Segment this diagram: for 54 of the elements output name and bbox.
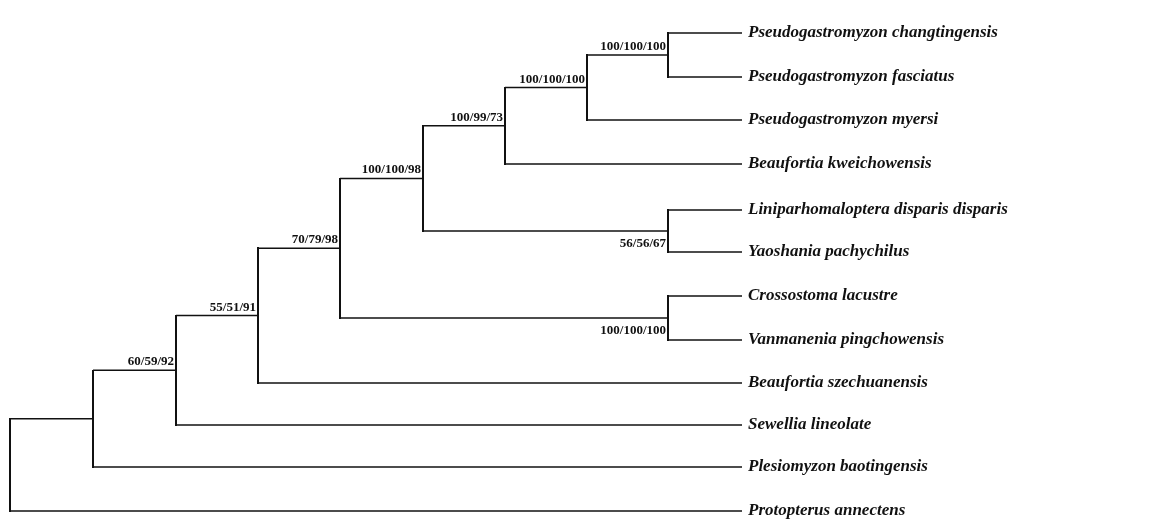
- branch-node-line: [667, 32, 669, 78]
- branch-node-line: [175, 314, 177, 426]
- species-label: Yaoshania pachychilus: [748, 240, 910, 262]
- branch-node-line: [504, 86, 506, 165]
- branch-line: [92, 369, 177, 372]
- branch-line: [667, 209, 743, 211]
- branch-line: [339, 177, 424, 180]
- branch-node-line: [339, 177, 341, 319]
- species-label: Liniparhomaloptera disparis disparis: [748, 198, 1008, 220]
- branch-line: [9, 510, 743, 512]
- branch-line: [422, 230, 669, 232]
- branch-line: [257, 382, 743, 384]
- branch-line: [175, 314, 259, 317]
- branch-line: [257, 247, 341, 249]
- branch-line: [667, 32, 743, 34]
- branch-line: [504, 86, 588, 89]
- species-label: Plesiomyzon baotingensis: [748, 455, 928, 477]
- species-label: Pseudogastromyzon changtingensis: [748, 21, 998, 43]
- branch-line: [9, 417, 94, 420]
- species-label: Beaufortia kweichowensis: [748, 152, 932, 174]
- species-label: Pseudogastromyzon myersi: [748, 108, 939, 130]
- branch-node-line: [257, 247, 259, 384]
- branch-node-line: [422, 125, 424, 232]
- support-value: 55/51/91: [209, 298, 256, 314]
- branch-node-line: [92, 369, 94, 468]
- species-label: Beaufortia szechuanensis: [748, 371, 928, 393]
- branch-line: [422, 125, 506, 127]
- support-value: 56/56/67: [619, 235, 666, 250]
- branch-line: [175, 424, 743, 426]
- species-label: Protopterus annectens: [748, 499, 906, 521]
- branch-line: [92, 466, 743, 468]
- branch-node-line: [586, 54, 588, 121]
- branch-line: [667, 76, 743, 78]
- branch-line: [586, 119, 743, 121]
- species-label: Pseudogastromyzon fasciatus: [748, 65, 955, 87]
- branch-node-line: [667, 209, 669, 253]
- species-label: Sewellia lineolate: [748, 413, 872, 435]
- branch-line: [667, 295, 743, 297]
- support-value: 60/59/92: [127, 353, 174, 369]
- branch-line: [667, 251, 743, 253]
- species-label: Vanmanenia pingchowensis: [748, 328, 945, 350]
- branch-line: [667, 339, 743, 341]
- branch-line: [586, 54, 669, 56]
- support-value: 100/100/98: [361, 161, 421, 177]
- branch-node-line: [667, 295, 669, 341]
- support-value: 100/100/100: [600, 322, 666, 337]
- branch-line: [504, 163, 743, 165]
- support-value: 100/100/100: [519, 70, 585, 86]
- branch-line: [339, 317, 669, 319]
- support-value: 100/99/73: [450, 108, 503, 124]
- support-value: 70/79/98: [291, 231, 338, 247]
- support-value: 100/100/100: [600, 38, 666, 53]
- branch-node-line: [9, 417, 11, 512]
- species-label: Crossostoma lacustre: [748, 284, 898, 306]
